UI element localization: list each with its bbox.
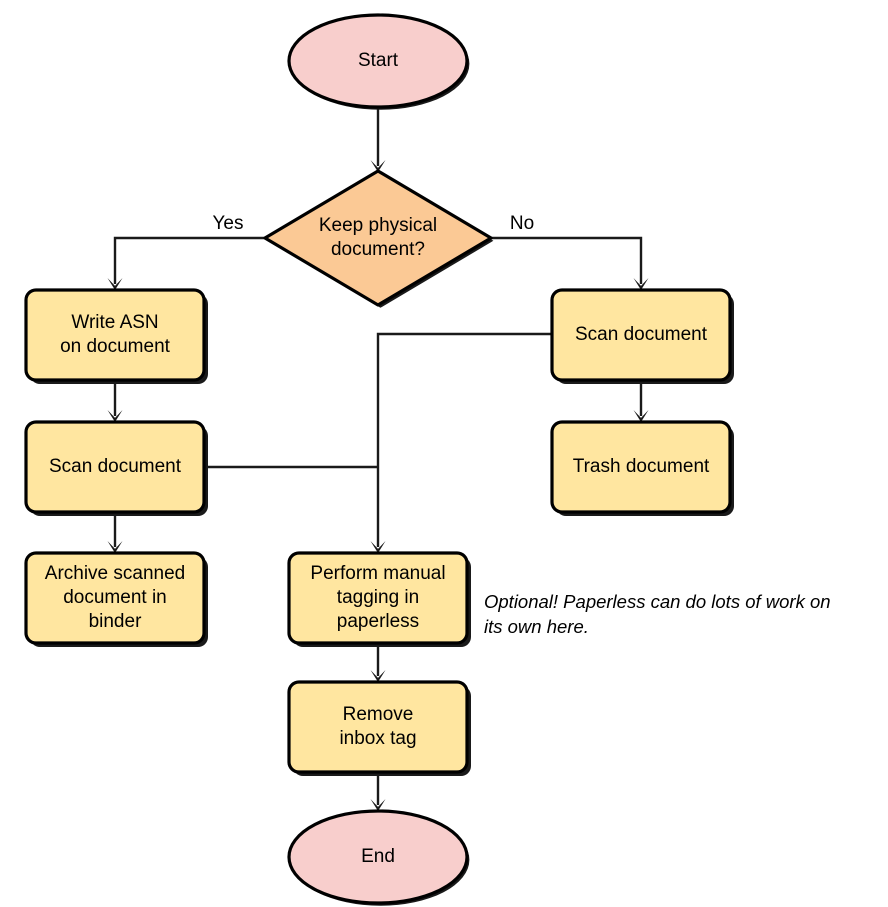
process-shape <box>550 288 732 382</box>
edge-label-decision-yes-to-write-asn: Yes <box>213 213 244 234</box>
node-label-line: document in <box>63 587 167 608</box>
terminator-shape <box>287 13 469 109</box>
edge-label-decision-no-to-scan-right: No <box>510 213 534 234</box>
edge-scan-left-to-archive <box>107 512 123 553</box>
node-label-line: Write ASN <box>71 312 158 333</box>
node-label-line: Trash document <box>573 456 710 477</box>
edge-layer <box>107 107 649 811</box>
node-label-line: End <box>361 846 395 867</box>
annotation-line: Optional! Paperless can do lots of work … <box>484 591 831 612</box>
edge-label-layer: Yes No <box>213 213 535 234</box>
arrowhead-icon <box>370 541 386 553</box>
node-label: Write ASN on document <box>60 312 171 357</box>
edge-decision-no-to-scan-right <box>491 236 649 290</box>
node-label-line: Archive scanned <box>45 563 185 584</box>
node-label: Remove inbox tag <box>339 704 416 749</box>
edge-scan-right-to-manual-tagging <box>370 332 552 553</box>
node-scan-document-right[interactable]: Scan document <box>550 288 734 384</box>
node-label: Keep physical document? <box>319 215 437 260</box>
node-label-line: document? <box>331 239 425 260</box>
edge-manual-tagging-to-remove-inbox-tag <box>370 643 386 682</box>
arrowhead-icon <box>107 278 123 290</box>
node-write-asn-on-document[interactable]: Write ASN on document <box>24 288 208 384</box>
annotation-line: its own here. <box>484 616 589 637</box>
process-shape <box>24 420 206 514</box>
node-label: End <box>361 846 395 867</box>
node-label: Archive scanned document in binder <box>45 563 185 632</box>
node-keep-physical-document[interactable]: Keep physical document? <box>263 169 494 308</box>
arrowhead-icon <box>370 670 386 682</box>
edge-remove-inbox-tag-to-end <box>370 772 386 811</box>
node-scan-document-left[interactable]: Scan document <box>24 420 208 516</box>
node-remove-inbox-tag[interactable]: Remove inbox tag <box>287 680 471 776</box>
node-label-line: tagging in <box>337 587 419 608</box>
arrowhead-icon <box>633 410 649 422</box>
process-shape <box>550 420 732 514</box>
node-label: Perform manual tagging in paperless <box>310 563 445 632</box>
edge-scan-right-to-trash <box>633 380 649 422</box>
node-label-line: paperless <box>337 611 419 632</box>
annotation-layer: Optional! Paperless can do lots of work … <box>484 591 831 637</box>
arrowhead-icon <box>107 541 123 553</box>
edge-start-to-decision <box>370 107 386 172</box>
edge-path <box>376 332 552 547</box>
node-label-line: Scan document <box>49 456 182 477</box>
process-shape <box>24 551 206 645</box>
arrowhead-icon <box>107 410 123 422</box>
node-label: Scan document <box>575 324 708 345</box>
node-label-line: inbox tag <box>339 728 416 749</box>
edge-decision-yes-to-write-asn <box>107 236 265 290</box>
edge-path <box>113 236 265 284</box>
node-label: Trash document <box>573 456 710 477</box>
process-shape <box>287 551 469 645</box>
process-shape <box>287 680 469 774</box>
node-end[interactable]: End <box>287 809 470 906</box>
node-archive-scanned-document-in-binder[interactable]: Archive scanned document in binder <box>24 551 208 647</box>
node-trash-document[interactable]: Trash document <box>550 420 734 516</box>
node-label: Start <box>358 50 399 71</box>
node-label-line: Keep physical <box>319 215 437 236</box>
decision-shape <box>263 169 493 307</box>
edge-write-asn-to-scan-left <box>107 380 123 422</box>
node-label-line: on document <box>60 336 171 357</box>
arrowhead-icon <box>370 799 386 811</box>
node-label-line: binder <box>89 611 142 632</box>
node-start[interactable]: Start <box>287 13 470 110</box>
node-label: Scan document <box>49 456 182 477</box>
node-label-line: Scan document <box>575 324 708 345</box>
arrowhead-icon <box>633 278 649 290</box>
annotation-optional-note: Optional! Paperless can do lots of work … <box>484 591 831 637</box>
node-label-line: Perform manual <box>310 563 445 584</box>
edge-path <box>491 236 643 284</box>
process-shape <box>24 288 206 382</box>
node-label-line: Remove <box>343 704 414 725</box>
terminator-shape <box>287 809 469 905</box>
node-perform-manual-tagging-in-paperless[interactable]: Perform manual tagging in paperless <box>287 551 471 647</box>
node-label-line: Start <box>358 50 399 71</box>
